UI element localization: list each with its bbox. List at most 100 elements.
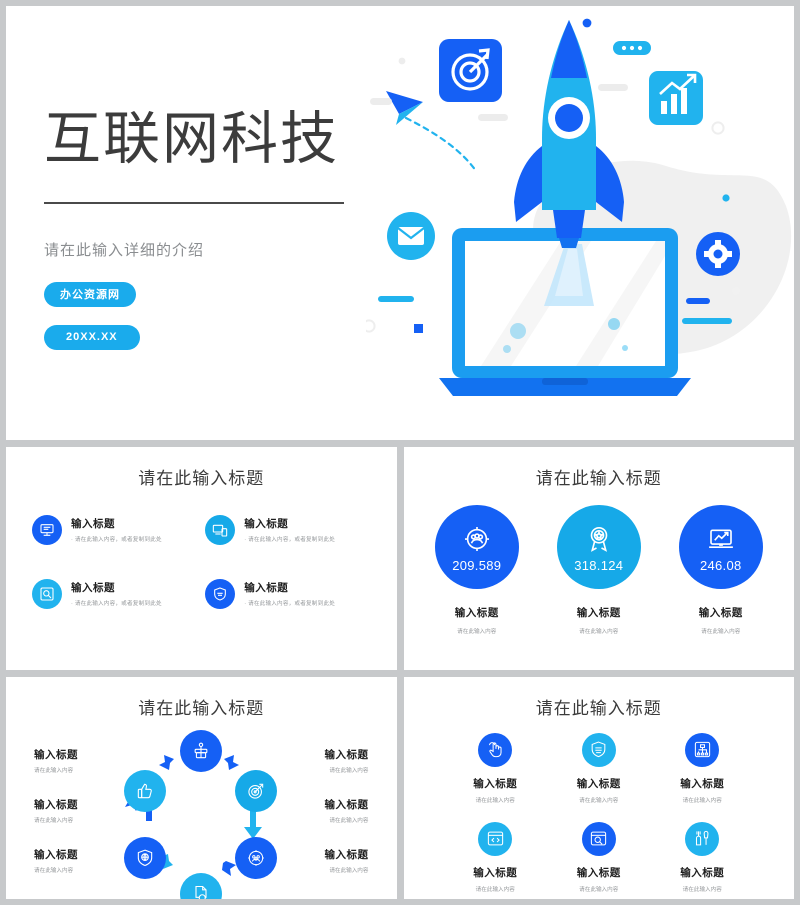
devices-icon (205, 515, 236, 546)
list-item[interactable]: 输入标题 请在此输入内容 (444, 821, 548, 893)
list-item[interactable]: 输入标题 请在此输入内容 (249, 847, 369, 874)
stat-value: 318.124 (574, 557, 624, 573)
brand-pill-button[interactable]: 办公资源网 (44, 281, 136, 307)
list-item[interactable]: 输入标题 请在此输入内容 (249, 797, 369, 824)
award-ribbon-icon (584, 522, 614, 556)
thumbs-up-icon (135, 781, 155, 801)
slide-title-cover[interactable]: 互联网科技 请在此输入详细的介绍 办公资源网 20XX.XX (6, 6, 794, 441)
item-body: 请在此输入内容，或者复制到此处 (244, 535, 335, 543)
item-heading: 输入标题 (473, 777, 518, 790)
item-heading: 输入标题 (324, 848, 369, 861)
item-body: 请在此输入内容 (579, 797, 619, 804)
list-item[interactable]: 输入标题 请在此输入内容 (547, 732, 651, 804)
cycle-left-labels: 输入标题 请在此输入内容 输入标题 请在此输入内容 输入标题 请在此输入内容 (34, 747, 154, 897)
item-heading: 输入标题 (34, 798, 78, 811)
cycle-node[interactable] (124, 769, 167, 812)
stat-row: 209.589 输入标题 请在此输入内容 (404, 505, 795, 635)
network-target-icon (246, 848, 266, 868)
list-item[interactable]: 输入标题 请在此输入内容 (34, 847, 154, 874)
sitemap-box-icon (693, 740, 712, 759)
list-item[interactable]: 输入标题 请在此输入内容 (34, 797, 154, 824)
item-body: 请在此输入内容，或者复制到此处 (71, 535, 162, 543)
cycle-node[interactable] (235, 836, 278, 879)
item-body: 请在此输入内容，或者复制到此处 (71, 599, 162, 607)
item-body: 请在此输入内容 (34, 867, 74, 874)
cycle-node[interactable] (180, 729, 223, 772)
item-heading: 输入标题 (34, 848, 78, 861)
item-body: 请在此输入内容 (682, 797, 722, 804)
stat-heading: 输入标题 (698, 607, 743, 620)
item-body: 请在此输入内容 (34, 817, 74, 824)
gift-person-icon (191, 741, 211, 761)
cycle-wrap: 输入标题 请在此输入内容 输入标题 请在此输入内容 输入标题 请在此输入内容 输… (6, 725, 397, 899)
list-item[interactable]: 输入标题 请在此输入内容 (651, 732, 755, 804)
item-heading: 输入标题 (576, 866, 621, 879)
stat-card[interactable]: 246.08 输入标题 请在此输入内容 (678, 505, 763, 636)
cycle-node[interactable] (235, 769, 278, 812)
item-heading: 输入标题 (71, 518, 115, 531)
cover-subtitle: 请在此输入详细的介绍 (44, 241, 205, 259)
slide-feature-list[interactable]: 请在此输入标题 输入标题 请在此输入内容，或者复制到此处 (6, 447, 397, 670)
cycle-right-labels: 输入标题 请在此输入内容 输入标题 请在此输入内容 输入标题 请在此输入内容 (249, 747, 369, 897)
list-item[interactable]: 输入标题 请在此输入内容 (249, 747, 369, 774)
hand-click-icon (486, 740, 505, 759)
stat-value: 246.08 (699, 557, 742, 573)
item-heading: 输入标题 (680, 866, 725, 879)
item-body: 请在此输入内容 (329, 767, 369, 774)
search-box-icon (589, 829, 608, 848)
item-heading: 输入标题 (71, 582, 115, 595)
item-body: 请在此输入内容 (475, 797, 515, 804)
list-item[interactable]: 输入标题 请在此输入内容 (34, 747, 154, 774)
cycle-node[interactable] (124, 836, 167, 879)
stat-body: 请在此输入内容 (701, 629, 741, 636)
stat-heading: 输入标题 (576, 607, 621, 620)
list-item[interactable]: 输入标题 请在此输入内容 (651, 821, 755, 893)
slide-statistics[interactable]: 请在此输入标题 209.589 (403, 447, 795, 670)
slide-title: 请在此输入标题 (138, 698, 265, 718)
item-body: 请在此输入内容 (682, 886, 722, 893)
item-body: 请在此输入内容 (34, 767, 74, 774)
item-heading: 输入标题 (244, 518, 289, 531)
dots-pill-icon (613, 41, 651, 55)
rocket-launch-illustration (366, 6, 794, 440)
target-icon (246, 781, 266, 801)
item-body: 请在此输入内容，或者复制到此处 (244, 599, 335, 607)
search-box-icon (32, 579, 62, 610)
slide-title: 请在此输入标题 (535, 698, 662, 718)
list-item[interactable]: 输入标题 请在此输入内容 (444, 732, 548, 804)
item-body: 请在此输入内容 (475, 886, 515, 893)
slide-row-top: 请在此输入标题 输入标题 请在此输入内容，或者复制到此处 (6, 447, 795, 670)
list-item[interactable]: 输入标题 请在此输入内容，或者复制到此处 (205, 515, 370, 546)
shield-icon (589, 740, 608, 759)
stat-value: 209.589 (452, 557, 502, 573)
paper-plane-icon (386, 91, 423, 125)
list-item[interactable]: 输入标题 请在此输入内容 (547, 821, 651, 893)
item-body: 请在此输入内容 (579, 886, 619, 893)
list-item[interactable]: 输入标题 请在此输入内容，或者复制到此处 (32, 515, 197, 546)
list-item[interactable]: 输入标题 请在此输入内容，或者复制到此处 (32, 579, 197, 610)
shield-globe-icon (135, 848, 155, 868)
gears-tools-icon (693, 829, 712, 848)
title-divider (44, 201, 344, 204)
slide-title: 请在此输入标题 (535, 469, 662, 489)
item-heading: 输入标题 (473, 866, 518, 879)
item-heading: 输入标题 (324, 798, 369, 811)
item-heading: 输入标题 (680, 777, 725, 790)
page-title: 互联网科技 (44, 107, 339, 171)
stat-body: 请在此输入内容 (579, 629, 619, 636)
stat-card[interactable]: 318.124 输入标题 请在此输入内容 (556, 505, 641, 636)
item-heading: 输入标题 (324, 748, 369, 761)
cycle-node[interactable] (180, 872, 223, 899)
stat-card[interactable]: 209.589 输入标题 请在此输入内容 (434, 505, 519, 635)
list-item[interactable]: 输入标题 请在此输入内容，或者复制到此处 (205, 579, 370, 610)
laptop-growth-icon (706, 522, 736, 556)
rocket-icon (514, 20, 624, 248)
item-body: 请在此输入内容 (329, 867, 369, 874)
presentation-screen-icon (32, 515, 62, 546)
slide-cycle-diagram[interactable]: 请在此输入标题 输入标题 请在此输入内容 输入标题 请在此输入内容 输入标题 请… (6, 676, 397, 899)
stat-heading: 输入标题 (454, 607, 499, 620)
date-pill-button[interactable]: 20XX.XX (44, 324, 140, 350)
slide-icon-tiles[interactable]: 请在此输入标题 输入标题 请在此输 (403, 676, 794, 899)
cover-text-block: 互联网科技 请在此输入详细的介绍 办公资源网 20XX.XX (44, 107, 404, 350)
